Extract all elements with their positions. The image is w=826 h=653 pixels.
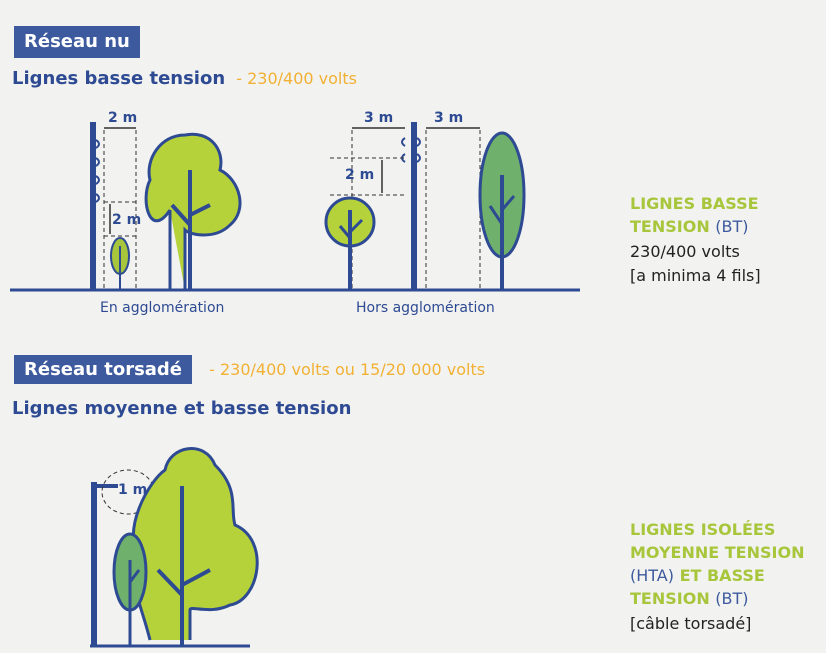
side2-title-line1: LIGNES ISOLÉES (630, 520, 776, 539)
section1-header: Lignes basse tension - 230/400 volts (12, 68, 357, 89)
side-block-2: LIGNES ISOLÉES MOYENNE TENSION (HTA) ET … (630, 518, 826, 636)
side2-title-line3: (HTA) ET BASSE (630, 564, 826, 587)
section1-heading: Lignes basse tension (12, 68, 226, 89)
side-block-1: LIGNES BASSE TENSION (BT) 230/400 volts … (630, 192, 820, 288)
side2-title-hta: (HTA) (630, 566, 674, 585)
dim-3m-left: 3 m (364, 110, 394, 126)
dim-3m-right: 3 m (434, 110, 464, 126)
insulators-left (95, 139, 100, 203)
pole-left (90, 122, 96, 290)
section2-header: Réseau torsadé - 230/400 volts ou 15/20 … (14, 355, 486, 384)
section1-badge: Réseau nu (14, 26, 140, 58)
dim-2m-vert: 2 m (345, 167, 375, 183)
section2-heading: Lignes moyenne et basse tension (12, 398, 352, 419)
section2-voltage: - 230/400 volts ou 15/20 000 volts (209, 360, 486, 379)
side2-title-et-basse: ET BASSE (674, 566, 765, 585)
side1-title-bt: (BT) (715, 217, 749, 236)
dim-2m-top: 2 m (108, 110, 138, 126)
dim-1m: 1 m (118, 482, 148, 498)
side2-note: [câble torsadé] (630, 614, 752, 633)
side1-title-tension: TENSION (630, 217, 710, 236)
side1-title-line2: TENSION (BT) (630, 215, 820, 238)
tree-bottom-canopy (131, 447, 259, 641)
caption-hors-agglomeration: Hors agglomération (356, 300, 495, 316)
side1-volts: 230/400 volts (630, 242, 740, 261)
dim-2m-low: 2 m (112, 212, 142, 228)
section1-voltage: - 230/400 volts (236, 69, 357, 88)
side2-title-tension: TENSION (630, 589, 710, 608)
section2-badge: Réseau torsadé (14, 355, 193, 384)
side2-title-bt: (BT) (715, 589, 749, 608)
caption-en-agglomeration: En agglomération (100, 300, 225, 316)
side2-title-line2: MOYENNE TENSION (630, 543, 805, 562)
side1-title-line1: LIGNES BASSE (630, 194, 759, 213)
pole-bottom (91, 482, 97, 646)
side2-title-line4: TENSION (BT) (630, 587, 826, 610)
side1-note: [a minima 4 fils] (630, 266, 761, 285)
pole-middle (411, 122, 417, 290)
